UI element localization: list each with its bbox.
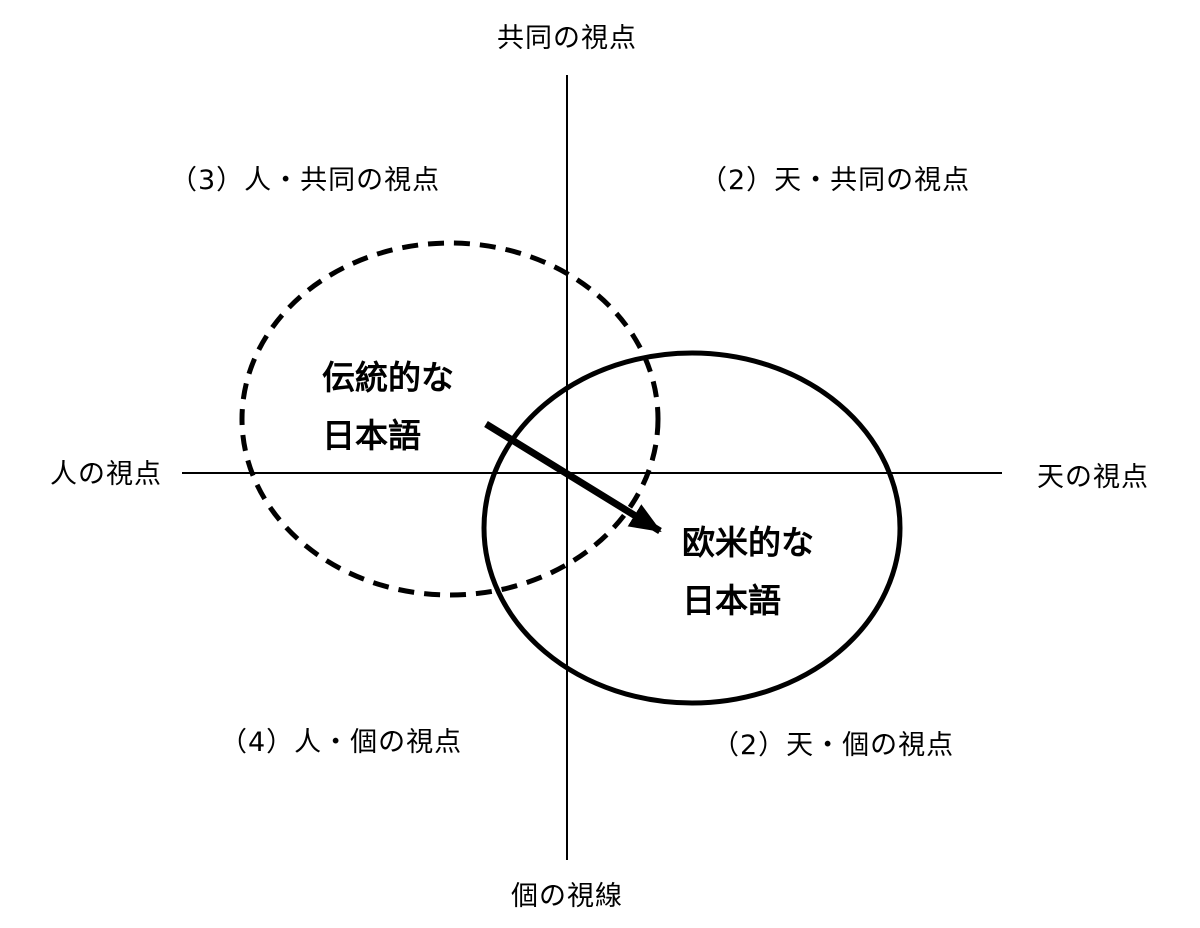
quadrant-label-bottom-left: （4）人・個の視点 <box>220 727 463 758</box>
quadrant-label-top-left: （3）人・共同の視点 <box>170 165 441 196</box>
western-label-line2: 日本語 <box>682 581 781 620</box>
western-japanese-circle <box>481 350 903 706</box>
traditional-label-line2: 日本語 <box>322 416 421 455</box>
traditional-japanese-label: 伝統的な 日本語 <box>322 349 454 465</box>
axis-label-left: 人の視点 <box>50 459 162 490</box>
shift-arrow <box>484 421 662 534</box>
western-label-line1: 欧米的な <box>682 523 814 562</box>
axis-label-right: 天の視点 <box>1037 462 1149 493</box>
traditional-japanese-circle <box>239 240 661 598</box>
quadrant-label-bottom-right: （2）天・個の視点 <box>712 730 955 761</box>
axis-label-top: 共同の視点 <box>497 23 637 54</box>
traditional-label-line1: 伝統的な <box>322 358 454 397</box>
quadrant-label-top-right: （2）天・共同の視点 <box>700 165 971 196</box>
western-japanese-label: 欧米的な 日本語 <box>682 514 814 630</box>
axis-label-bottom: 個の視線 <box>511 881 623 912</box>
